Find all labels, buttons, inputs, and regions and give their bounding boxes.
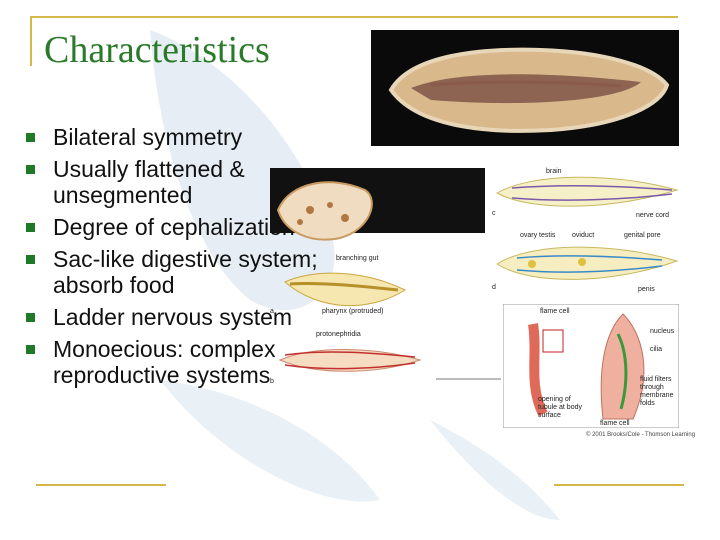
label-protonephridia: protonephridia: [316, 331, 361, 338]
bullet-square-icon: [26, 255, 35, 264]
label-nucleus: nucleus: [650, 328, 675, 335]
bullet-square-icon: [26, 345, 35, 354]
bullet-item: Degree of cephalization: [22, 214, 352, 240]
label-penis: penis: [638, 286, 655, 293]
bullet-square-icon: [26, 165, 35, 174]
frame-left-rule: [30, 16, 32, 66]
connector-arrow: [436, 378, 501, 380]
label-panel-b: b: [270, 378, 274, 385]
label-panel-a: a: [270, 308, 274, 315]
bullet-item: Sac-like digestive system; absorb food: [22, 246, 352, 298]
bullet-text: Degree of cephalization: [53, 214, 295, 240]
bullet-item: Ladder nervous system: [22, 304, 352, 330]
branching-gut-illustration: [284, 272, 407, 306]
label-fluid-filters: fluid filters through membrane folds: [640, 376, 674, 407]
bullet-item: Bilateral symmetry: [22, 124, 352, 150]
label-genital-pore: genital pore: [624, 232, 661, 239]
bullet-item: Usually flattened & unsegmented: [22, 156, 352, 208]
footer-rule-left: [36, 484, 166, 486]
label-brain: brain: [546, 168, 562, 175]
label-flame-cell-top: flame cell: [540, 308, 570, 315]
bullet-text: Usually flattened & unsegmented: [53, 156, 245, 208]
label-pharynx: pharynx (protruded): [322, 308, 384, 315]
bullet-square-icon: [26, 313, 35, 322]
label-panel-d: d: [492, 284, 496, 291]
label-oviduct: oviduct: [572, 232, 595, 239]
protonephridia-illustration: [278, 349, 422, 372]
flame-cell-illustration: [503, 304, 679, 428]
bullet-item: Monoecious: complex reproductive systems: [22, 336, 352, 388]
planarian-illustration: [276, 181, 373, 241]
label-nerve-cord: nerve cord: [636, 212, 670, 219]
label-branching-gut: branching gut: [336, 255, 379, 262]
footer-rule-right: [554, 484, 684, 486]
label-flame-cell-bottom: flame cell: [600, 420, 630, 427]
bullet-list: Bilateral symmetry Usually flattened & u…: [22, 124, 352, 394]
label-opening-tubule: opening of tubule at body surface: [538, 396, 582, 419]
flatworm-photo: [371, 30, 679, 146]
label-ovary-testis: ovary testis: [520, 232, 556, 239]
bullet-text: Sac-like digestive system; absorb food: [53, 246, 318, 298]
bullet-text: Ladder nervous system: [53, 304, 293, 330]
reproductive-system-illustration: [496, 246, 679, 280]
label-cilia: cilia: [650, 346, 663, 353]
image-credit: © 2001 Brooks/Cole - Thomson Learning: [586, 432, 696, 438]
bullet-square-icon: [26, 223, 35, 232]
bullet-square-icon: [26, 133, 35, 142]
bullet-text: Bilateral symmetry: [53, 124, 243, 150]
frame-top-rule: [30, 16, 678, 18]
label-panel-c: c: [492, 210, 496, 217]
nervous-system-illustration: [495, 176, 679, 207]
slide-title: Characteristics: [44, 29, 270, 71]
bullet-text: Monoecious: complex reproductive systems: [53, 336, 276, 388]
